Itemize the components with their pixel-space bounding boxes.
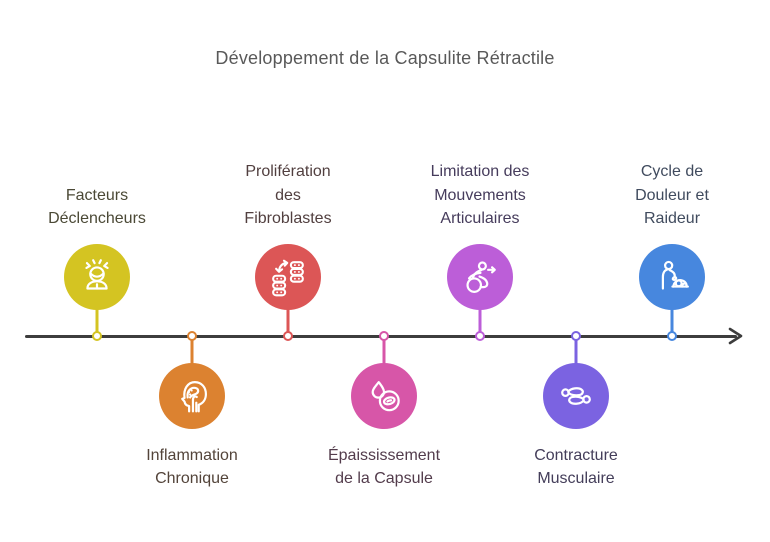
node-dot — [571, 331, 581, 341]
wheelchair-icon — [466, 261, 496, 293]
timeline-node: Contracture Musculaire — [491, 0, 661, 542]
node-connector — [286, 307, 290, 334]
node-label: Épaississement de la Capsule — [327, 447, 441, 488]
page-title: Développement de la Capsulite Rétractile — [215, 48, 555, 68]
timeline-node: Facteurs Déclencheurs — [12, 0, 182, 542]
node-connector — [190, 337, 194, 364]
cell-thickening-icon — [371, 381, 400, 412]
node-dot — [283, 331, 293, 341]
caregiver-patient-icon — [661, 260, 689, 290]
node-label: Inflammation Chronique — [146, 447, 238, 488]
node-circle — [255, 244, 321, 310]
node-label: Limitation des Mouvements Articulaires — [430, 163, 530, 227]
node-connector — [574, 337, 578, 364]
node-label: Contracture Musculaire — [534, 447, 618, 488]
stretching-figures-icon — [561, 387, 591, 405]
timeline-node: Épaississement de la Capsule — [299, 0, 469, 542]
node-dot — [475, 331, 485, 341]
node-connector — [670, 307, 674, 334]
node-dot — [379, 331, 389, 341]
node-connector — [382, 337, 386, 364]
node-label: Cycle de Douleur et Raideur — [635, 163, 709, 227]
node-circle — [64, 244, 130, 310]
node-label: Facteurs Déclencheurs — [48, 186, 146, 227]
stressed-person-icon — [85, 259, 109, 290]
head-inflammation-icon — [181, 381, 207, 413]
node-circle — [159, 363, 225, 429]
timeline-node: Limitation des Mouvements Articulaires — [395, 0, 565, 542]
timeline-node: Cycle de Douleur et Raideur — [587, 0, 757, 542]
node-dot — [187, 331, 197, 341]
node-circle — [543, 363, 609, 429]
node-label: Prolifération des Fibroblastes — [244, 163, 332, 227]
node-circle — [639, 244, 705, 310]
node-dot — [92, 331, 102, 341]
node-connector — [478, 307, 482, 334]
node-dot — [667, 331, 677, 341]
timeline-node: Inflammation Chronique — [107, 0, 277, 542]
cell-proliferation-icon — [272, 259, 304, 297]
node-connector — [95, 307, 99, 334]
arrow-right-icon — [728, 327, 743, 345]
node-circle — [447, 244, 513, 310]
timeline-node: Prolifération des Fibroblastes — [203, 0, 373, 542]
node-circle — [351, 363, 417, 429]
